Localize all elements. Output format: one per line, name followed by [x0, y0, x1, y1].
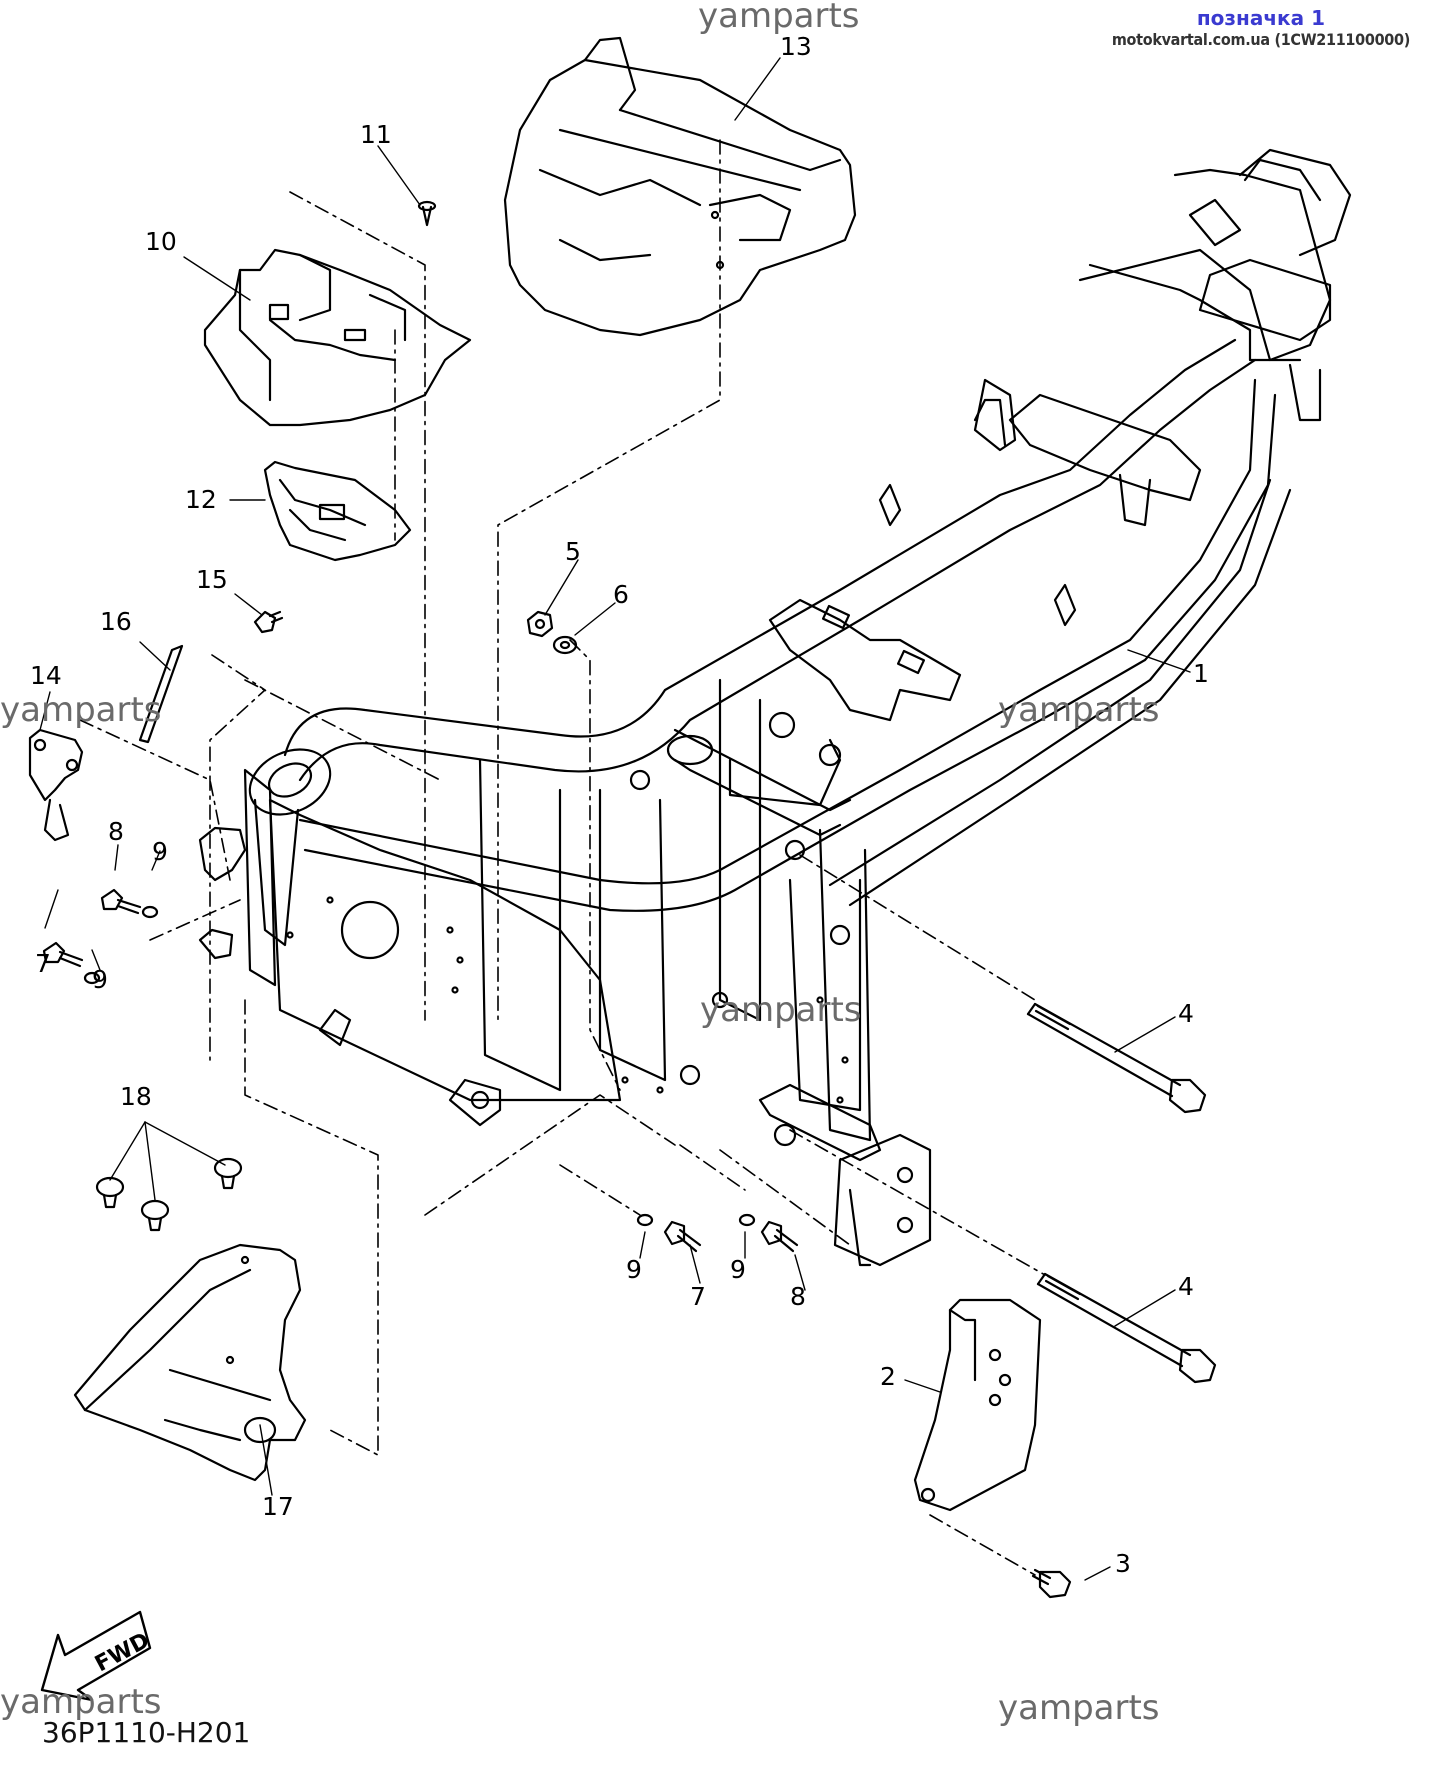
header-title: позначка 1 — [1196, 6, 1326, 30]
callout-numbers: 1 2 3 4 4 5 6 7 7 8 8 9 9 9 9 10 11 12 1… — [30, 32, 1209, 1578]
diagram-code: 36P1110-H201 — [42, 1716, 251, 1749]
callout-14: 14 — [30, 661, 62, 690]
part-15-bolt — [253, 610, 284, 634]
watermark: yamparts — [998, 690, 1160, 730]
callout-8b: 8 — [790, 1282, 806, 1311]
watermark: yamparts — [998, 1688, 1160, 1728]
callout-7b: 7 — [690, 1282, 706, 1311]
callout-6: 6 — [613, 580, 629, 609]
callout-4a: 4 — [1178, 999, 1194, 1028]
watermark: yamparts — [0, 690, 162, 730]
part-4-bolt-lower — [1036, 1272, 1217, 1384]
part-16-strip — [138, 644, 184, 744]
callout-3: 3 — [1115, 1549, 1131, 1578]
callout-2: 2 — [880, 1362, 896, 1391]
callout-7a: 7 — [35, 949, 51, 978]
main-frame — [243, 148, 1352, 1267]
part-4-bolt-upper — [1026, 1002, 1207, 1114]
part-12-bracket — [263, 460, 412, 562]
callout-15: 15 — [196, 565, 228, 594]
callout-9b: 9 — [92, 965, 108, 994]
part-5-nut — [526, 610, 554, 638]
part-2-plate — [913, 1298, 1042, 1512]
callout-9c: 9 — [626, 1255, 642, 1284]
callout-18: 18 — [120, 1082, 152, 1111]
part-14-bracket — [28, 728, 84, 842]
part-3-bolt — [1031, 1568, 1072, 1599]
assembly-guide-lines — [79, 139, 1046, 1576]
part-17-lower-cover — [73, 1243, 307, 1482]
callout-17: 17 — [262, 1492, 294, 1521]
watermark: yamparts — [0, 1682, 162, 1722]
part-11-screw — [417, 200, 437, 227]
header-badge: позначка 1 motokvartal.com.ua (1CW211100… — [1112, 6, 1410, 49]
callout-4b: 4 — [1178, 1272, 1194, 1301]
left-fasteners — [42, 826, 247, 985]
callout-16: 16 — [100, 607, 132, 636]
watermark: yamparts — [700, 990, 862, 1030]
callout-1: 1 — [1193, 659, 1209, 688]
leader-lines — [39, 57, 1191, 1581]
part-6-washer — [552, 635, 578, 655]
callout-5: 5 — [565, 537, 581, 566]
callout-9a: 9 — [152, 837, 168, 866]
header-source: motokvartal.com.ua (1CW211100000) — [1111, 30, 1410, 49]
callout-9d: 9 — [730, 1255, 746, 1284]
part-18-grommets — [95, 1157, 243, 1232]
callout-10: 10 — [145, 227, 177, 256]
callout-12: 12 — [185, 485, 217, 514]
callout-8a: 8 — [108, 817, 124, 846]
part-13-upper-cover — [503, 36, 857, 337]
part-10-cover — [203, 248, 472, 427]
callout-11: 11 — [360, 120, 392, 149]
callout-13: 13 — [780, 32, 812, 61]
watermark: yamparts — [698, 0, 860, 36]
lower-fasteners — [636, 1213, 799, 1253]
